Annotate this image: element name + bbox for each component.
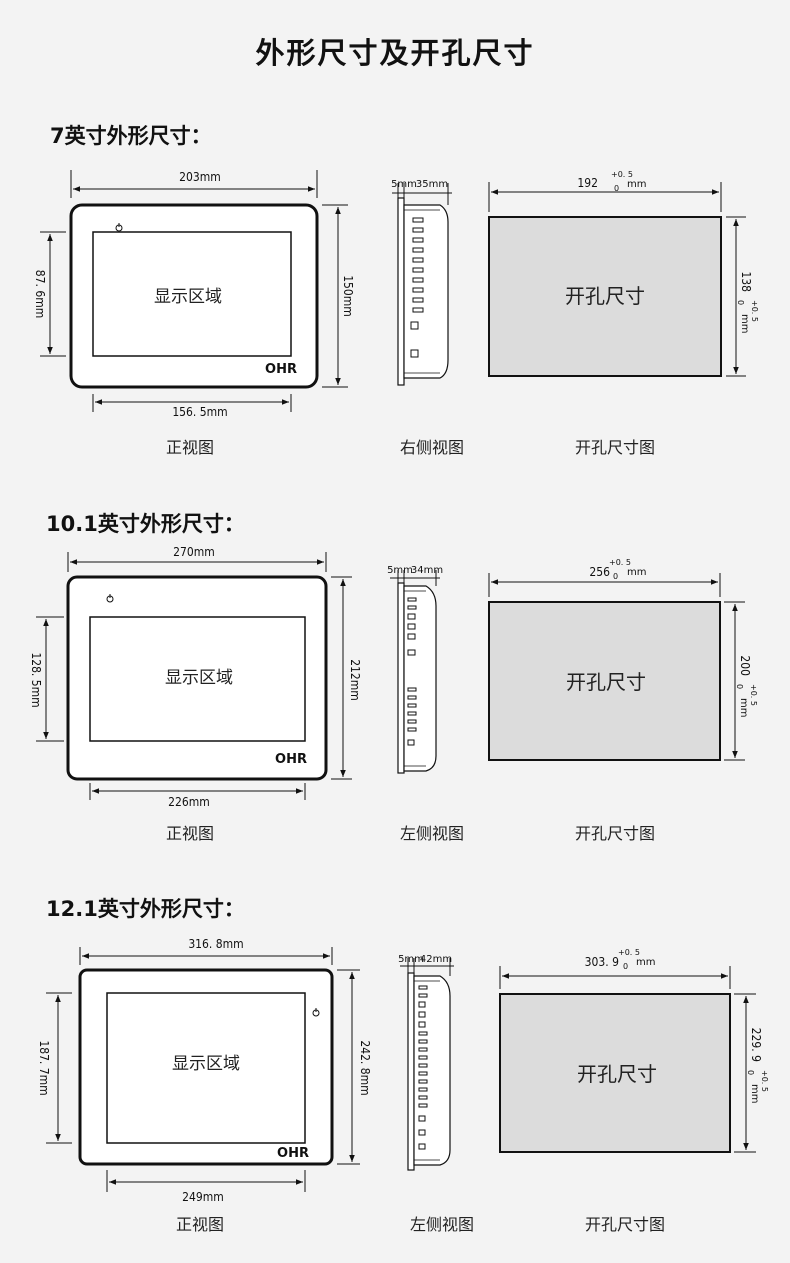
dim-display-height: 187. 7mm <box>37 1040 51 1095</box>
cutout-view-12in: 开孔尺寸 303. 9 +0. 5 0 mm 229. 9 +0. 5 0 mm <box>499 948 769 1153</box>
dim-display-height: 128. 5mm <box>29 652 43 707</box>
power-icon <box>106 594 114 603</box>
display-area-label: 显示区域 <box>154 287 222 307</box>
caption-front-12in: 正视图 <box>175 1215 224 1234</box>
cutout-width-tol-upper: +0. 5 <box>609 558 631 567</box>
cutout-height-base: 229. 9 <box>749 1028 763 1062</box>
ohr-logo: OHR <box>277 1146 309 1161</box>
caption-side-7in: 右侧视图 <box>399 438 464 457</box>
cutout-width-base: 256 <box>589 565 610 579</box>
power-icon <box>312 1008 320 1017</box>
cutout-view-7in: 开孔尺寸 192 +0. 5 0 mm 138 +0. 5 0 mm <box>488 170 759 377</box>
dim-display-width: 156. 5mm <box>172 405 227 419</box>
cutout-height-tol-upper: +0. 5 <box>760 1070 769 1092</box>
dim-display-width: 226mm <box>168 795 210 809</box>
dim-depth: 42mm <box>420 954 452 965</box>
cutout-label: 开孔尺寸 <box>577 1062 657 1086</box>
caption-cutout-7in: 开孔尺寸图 <box>574 438 655 457</box>
cutout-width-tol-lower: 0 <box>613 572 618 581</box>
cutout-width-tol-lower: 0 <box>614 184 619 193</box>
cutout-width-base: 192 <box>577 176 598 190</box>
caption-front-7in: 正视图 <box>165 438 214 457</box>
cutout-height-base: 200 <box>738 655 752 676</box>
cutout-width-tol-lower: 0 <box>623 962 628 971</box>
side-view-7in: 5mm 35mm <box>391 179 452 386</box>
cutout-height-unit: mm <box>738 698 749 717</box>
cutout-width-unit: mm <box>636 957 655 968</box>
dim-height: 150mm <box>341 275 355 317</box>
cutout-width-base: 303. 9 <box>585 955 619 969</box>
front-view-7in: 显示区域 OHR 203mm 150mm 87. 6mm 156. 5mm <box>33 170 355 419</box>
front-view-12in: 显示区域 OHR 316. 8mm 242. 8mm 187. 7mm 249m… <box>37 937 372 1204</box>
front-view-10in: 显示区域 OHR 270mm 212mm 128. 5mm 226mm <box>29 545 362 809</box>
dim-depth: 34mm <box>411 565 443 576</box>
caption-side-12in: 左侧视图 <box>409 1215 474 1234</box>
dim-display-height: 87. 6mm <box>33 270 47 319</box>
dim-depth: 35mm <box>416 179 448 190</box>
dim-bezel: 5mm <box>387 565 413 576</box>
caption-cutout-10in: 开孔尺寸图 <box>574 824 655 843</box>
cutout-height-tol-lower: 0 <box>746 1070 755 1075</box>
caption-front-10in: 正视图 <box>165 824 214 843</box>
caption-cutout-12in: 开孔尺寸图 <box>584 1215 665 1234</box>
caption-side-10in: 左侧视图 <box>399 824 464 843</box>
dim-height: 212mm <box>348 659 362 701</box>
dim-width: 270mm <box>173 545 215 559</box>
cutout-height-tol-lower: 0 <box>735 684 744 689</box>
cutout-width-unit: mm <box>627 179 646 190</box>
cutout-height-tol-lower: 0 <box>736 300 745 305</box>
power-icon <box>115 223 123 232</box>
cutout-width-unit: mm <box>627 567 646 578</box>
section-heading-10in: 10.1英寸外形尺寸： <box>46 512 245 536</box>
cutout-view-10in: 开孔尺寸 256 +0. 5 0 mm 200 +0. 5 0 mm <box>488 558 758 761</box>
side-view-12in: 5mm 42mm <box>398 954 454 1171</box>
cutout-width-tol-upper: +0. 5 <box>611 170 633 179</box>
ohr-logo: OHR <box>275 752 307 767</box>
side-view-10in: 5mm 34mm <box>387 565 443 774</box>
cutout-label: 开孔尺寸 <box>565 284 645 308</box>
display-area-label: 显示区域 <box>172 1054 240 1074</box>
ohr-logo: OHR <box>265 362 297 377</box>
dim-bezel: 5mm <box>398 954 424 965</box>
cutout-height-base: 138 <box>739 271 753 292</box>
dim-width: 316. 8mm <box>188 937 243 951</box>
dim-bezel: 5mm <box>391 179 417 190</box>
dim-width: 203mm <box>179 170 221 184</box>
cutout-height-tol-upper: +0. 5 <box>750 300 759 322</box>
section-heading-12in: 12.1英寸外形尺寸： <box>46 897 245 921</box>
cutout-height-unit: mm <box>739 314 750 333</box>
display-area-label: 显示区域 <box>165 668 233 688</box>
section-heading-7in: 7英寸外形尺寸： <box>50 124 212 148</box>
cutout-height-unit: mm <box>749 1084 760 1103</box>
cutout-height-tol-upper: +0. 5 <box>749 684 758 706</box>
dim-height: 242. 8mm <box>358 1040 372 1095</box>
cutout-label: 开孔尺寸 <box>566 670 646 694</box>
dim-display-width: 249mm <box>182 1190 224 1204</box>
page-title: 外形尺寸及开孔尺寸 <box>255 36 535 70</box>
cutout-width-tol-upper: +0. 5 <box>618 948 640 957</box>
